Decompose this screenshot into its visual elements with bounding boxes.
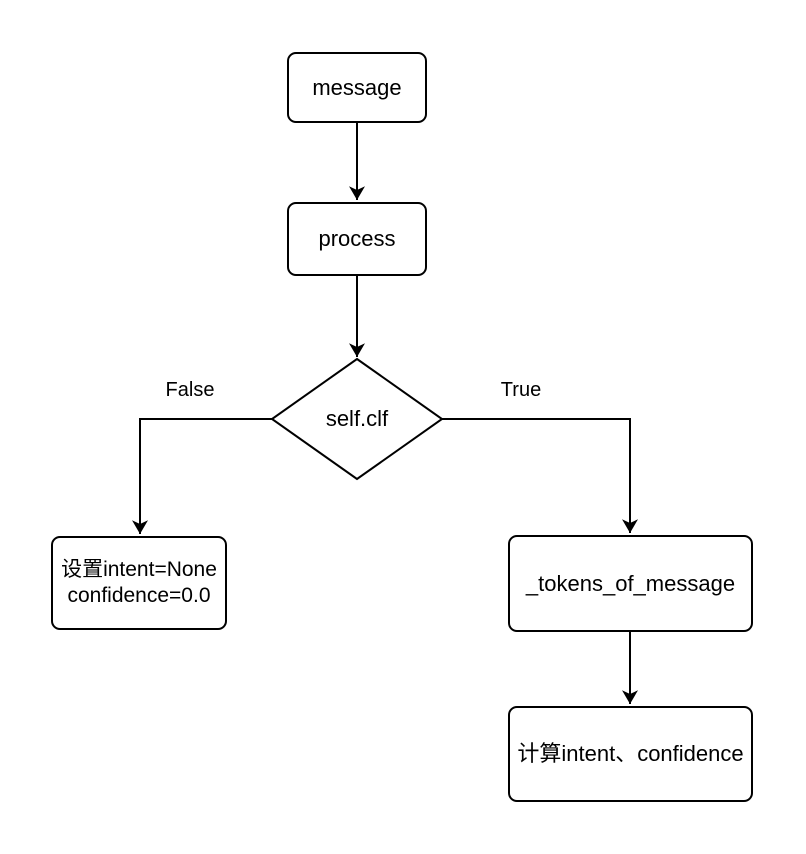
- node-process: process: [287, 202, 427, 276]
- decision-diamond-label: self.clf: [325, 406, 389, 431]
- node-process-label: process: [318, 226, 396, 252]
- edge-label-false: False: [165, 379, 215, 401]
- edge-label-true: True: [500, 379, 542, 401]
- node-message-label: message: [312, 74, 402, 100]
- node-tokens-of-message: _tokens_of_message: [508, 535, 753, 632]
- node-set-intent-line1: 设置intent=None: [61, 557, 217, 581]
- edge-false-branch: [132, 418, 272, 534]
- node-compute-label: 计算intent、confidence: [517, 741, 744, 767]
- node-tokens-label: _tokens_of_message: [525, 570, 736, 596]
- node-set-intent-line2: confidence=0.0: [67, 584, 211, 607]
- node-set-intent: 设置intent=None confidence=0.0: [51, 536, 227, 630]
- node-message: message: [287, 52, 427, 123]
- decision-diamond-shape: [270, 357, 444, 481]
- node-compute-intent-confidence: 计算intent、confidence: [508, 706, 753, 802]
- edge-true-branch: [442, 418, 638, 533]
